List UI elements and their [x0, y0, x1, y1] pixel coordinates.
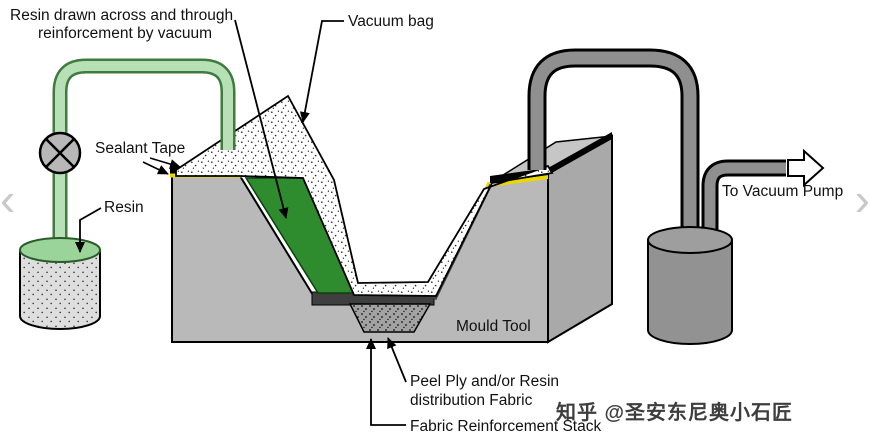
resin-drawn-leader-line — [234, 19, 289, 219]
sealant-tape-back-edge-black — [548, 132, 612, 175]
label-sealant-tape: Sealant Tape — [95, 140, 185, 175]
valve-cross-2 — [45, 138, 75, 168]
to-vacuum-pump-label: To Vacuum Pump — [722, 183, 843, 200]
resin-label: Resin — [104, 199, 144, 216]
resin-drawn-label-line1: Resin drawn across and through — [10, 7, 233, 24]
resin-pot-surface — [19, 237, 101, 263]
vacuum-outlet-tube — [704, 162, 786, 242]
label-peel-ply: Peel Ply and/or Resin distribution Fabri… — [387, 337, 559, 409]
label-fabric-stack: Fabric Reinforcement Stack — [366, 338, 601, 435]
carousel-next-icon[interactable]: › — [854, 173, 870, 225]
vacuum-main-tube — [530, 51, 697, 242]
vacuum-line: To Vacuum Pump — [527, 48, 843, 345]
watermark: 知乎 @圣安东尼奥小石匠 — [556, 402, 794, 424]
vacuum-bag-film — [175, 94, 554, 297]
vacuum-bag-label: Vacuum bag — [348, 13, 434, 30]
peel-ply-label-line2: distribution Fabric — [410, 392, 533, 409]
catch-pot-body — [647, 239, 733, 345]
sealant-tape-leader-line-1 — [149, 157, 181, 169]
sealant-tape-leader-line-2 — [142, 161, 169, 175]
resin-pot-body — [19, 249, 101, 330]
fabric-reinforcement-stack-shape — [348, 303, 432, 333]
catch-pot-lid — [647, 226, 733, 254]
sealant-tape-right-yellow — [490, 175, 548, 187]
resin-tube — [55, 61, 233, 252]
fabric-stack-leader-line — [366, 338, 406, 426]
label-vacuum-bag: Vacuum bag — [299, 13, 434, 123]
valve-icon — [38, 131, 82, 175]
resin-leader-line — [75, 207, 102, 253]
label-resin-drawn: Resin drawn across and through reinforce… — [10, 7, 289, 219]
vacuum-pump-arrow-icon — [787, 148, 825, 188]
mould-tool-label: Mould Tool — [456, 318, 531, 335]
peel-ply-leader-line — [387, 337, 407, 383]
carousel-prev-icon[interactable]: ‹ — [0, 173, 16, 225]
sealant-tape-label: Sealant Tape — [95, 140, 185, 157]
fabric-stack-label: Fabric Reinforcement Stack — [410, 418, 601, 435]
label-resin: Resin — [75, 199, 144, 253]
peel-ply-label-line1: Peel Ply and/or Resin — [410, 373, 559, 390]
vacuum-bag-leader-line — [299, 20, 344, 123]
resin-drawn-label-line2: reinforcement by vacuum — [38, 25, 212, 42]
mould-tool: Mould Tool — [171, 134, 613, 344]
